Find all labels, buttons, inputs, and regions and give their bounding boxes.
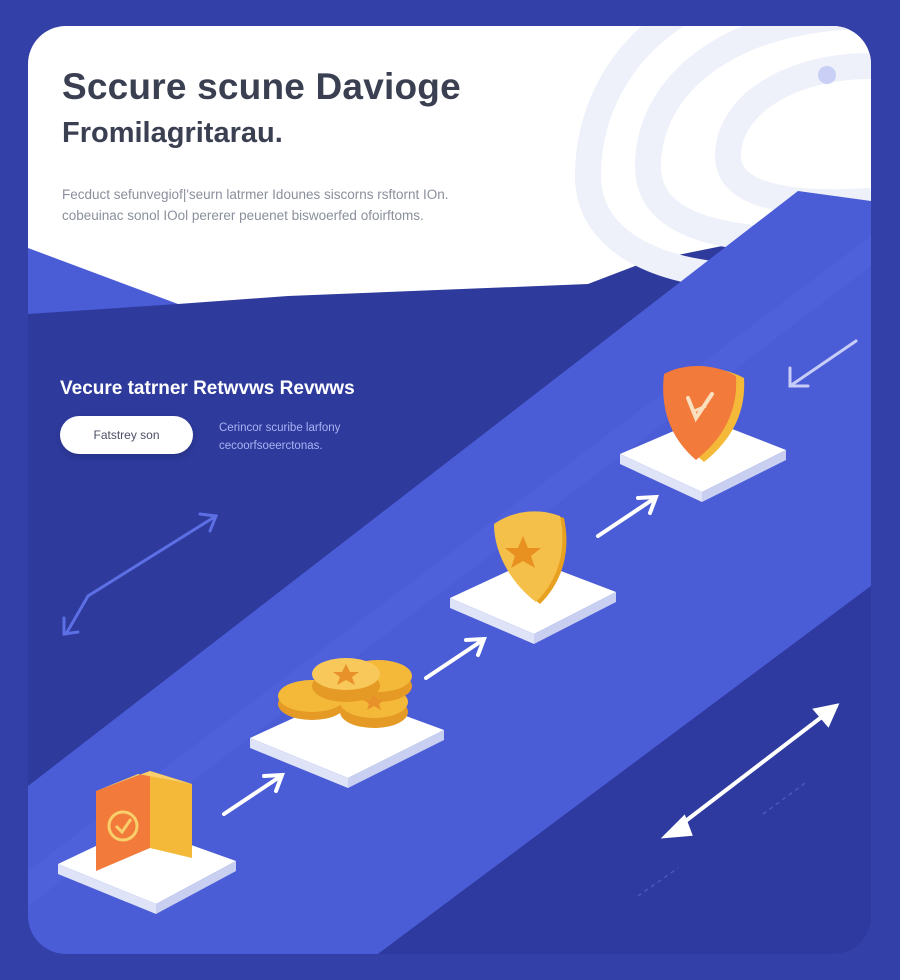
side-note-line: cecoorfsoeerctonas.: [219, 440, 323, 452]
dark-region: [378, 586, 871, 954]
description-line: Fecduct sefunvegiof|'seurn latrmer Idoun…: [62, 187, 449, 202]
page-title: Sccure scune Daviogе: [62, 66, 461, 107]
dashed-lines: [637, 780, 809, 897]
flow-arrows: [222, 494, 659, 816]
star-shield-icon: [494, 511, 567, 604]
double-arrow-icon: [660, 703, 840, 839]
arrow-topright-icon: [788, 339, 858, 388]
ribbon-highlight: [28, 236, 871, 906]
side-note: Cerincor scuribe larfony cecoorfsoeercto…: [219, 419, 389, 455]
page-subtitle: Fromilagritarau.: [62, 117, 283, 149]
status-dot: [818, 66, 836, 84]
box-icon: [96, 771, 192, 871]
background-illustration: [28, 26, 871, 954]
cta-button[interactable]: Fatstrey son: [60, 416, 193, 454]
hero-card: Sccure scune Daviogе Fromilagritarau. Fe…: [28, 26, 871, 954]
section-title: Vecure tatrner Retwvws Revwws: [60, 378, 355, 399]
arrow-left-icon: [62, 512, 219, 636]
side-note-line: Cerincor scuribe larfony: [219, 422, 341, 434]
wedge-left: [28, 248, 178, 314]
hero-description: Fecduct sefunvegiof|'seurn latrmer Idoun…: [62, 184, 582, 226]
description-line: cobeuinac sonol IOol pererer peuenet bis…: [62, 208, 424, 223]
coins-icon: [278, 658, 412, 728]
badge-shield-icon: [663, 366, 745, 462]
